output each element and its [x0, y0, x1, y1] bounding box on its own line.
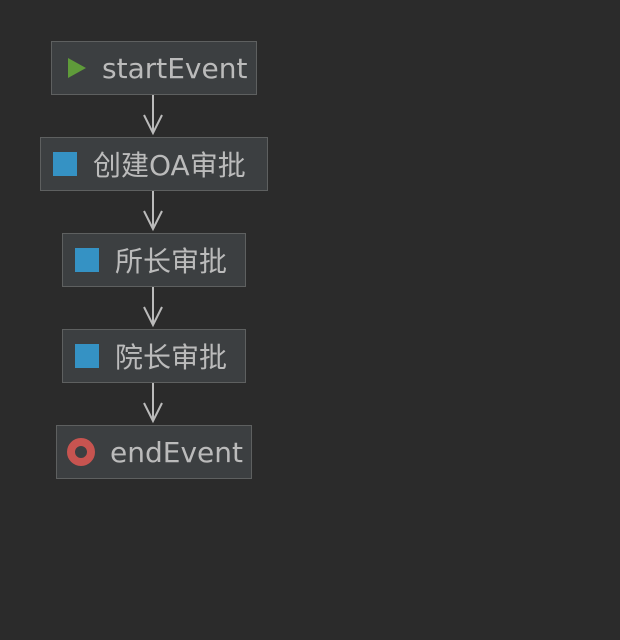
- node-task-dean-approval[interactable]: 院长审批: [62, 329, 246, 383]
- node-task-create-oa-approval[interactable]: 创建OA审批: [40, 137, 268, 191]
- node-label: 所长审批: [115, 245, 228, 278]
- task-square-icon: [75, 248, 99, 272]
- task-square-icon: [75, 344, 99, 368]
- node-start-event[interactable]: startEvent: [51, 41, 257, 95]
- edge-start-to-oa: [143, 95, 163, 136]
- edge-suo-to-yuan: [143, 287, 163, 328]
- end-circle-icon: [67, 438, 95, 466]
- edge-oa-to-suo: [143, 191, 163, 232]
- node-label: startEvent: [102, 51, 248, 85]
- node-label: endEvent: [110, 435, 243, 469]
- node-task-director-approval[interactable]: 所长审批: [62, 233, 246, 287]
- node-label: 创建OA审批: [93, 149, 246, 182]
- task-square-icon: [53, 152, 77, 176]
- node-end-event[interactable]: endEvent: [56, 425, 252, 479]
- edge-yuan-to-end: [143, 383, 163, 424]
- node-label: 院长审批: [115, 341, 228, 374]
- play-icon: [68, 58, 86, 78]
